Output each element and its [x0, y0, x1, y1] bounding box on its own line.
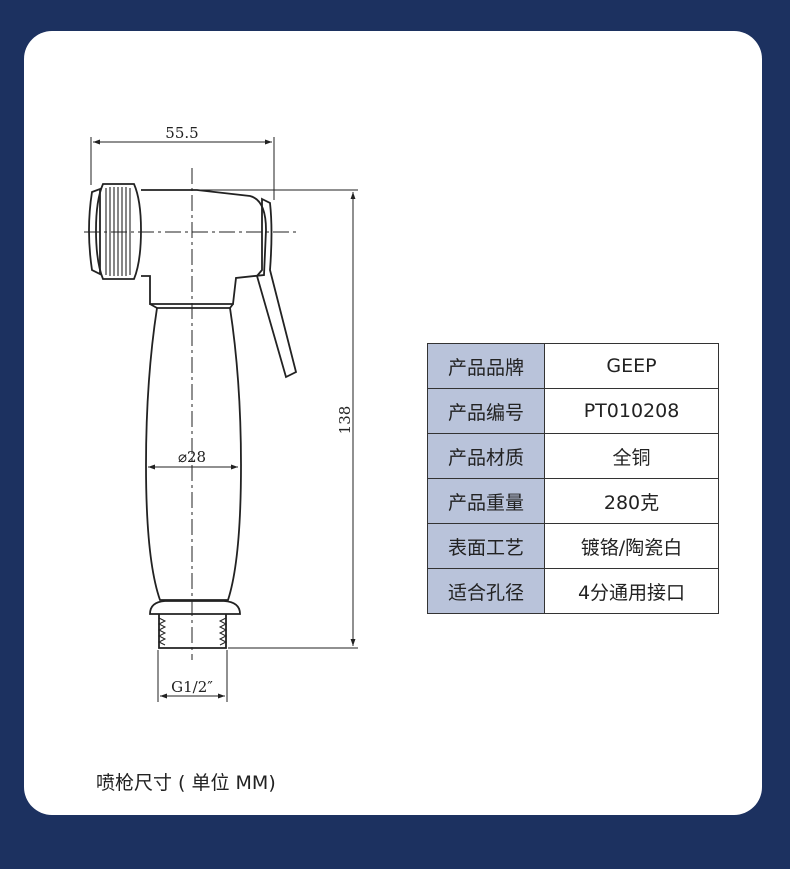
spec-label: 产品材质 [427, 433, 545, 479]
spec-row: 产品材质 全铜 [427, 433, 719, 479]
spec-row: 产品品牌 GEEP [427, 343, 719, 389]
spec-value: PT010208 [544, 388, 719, 434]
spec-table: 产品品牌 GEEP 产品编号 PT010208 产品材质 全铜 产品重量 280… [427, 343, 719, 614]
spec-label: 表面工艺 [427, 523, 545, 569]
spec-label: 产品重量 [427, 478, 545, 524]
spec-row: 产品编号 PT010208 [427, 388, 719, 434]
spec-value: 280克 [544, 478, 719, 524]
spray-gun-outline [88, 183, 298, 649]
spec-value: 镀铬/陶瓷白 [544, 523, 719, 569]
spec-row: 表面工艺 镀铬/陶瓷白 [427, 523, 719, 569]
spec-label: 适合孔径 [427, 568, 545, 614]
spec-value: GEEP [544, 343, 719, 389]
width-label: 55.5 [165, 124, 198, 142]
spec-label: 产品编号 [427, 388, 545, 434]
spec-row: 适合孔径 4分通用接口 [427, 568, 719, 614]
spec-label: 产品品牌 [427, 343, 545, 389]
thread-label: G1/2″ [171, 678, 213, 696]
height-dimension [200, 189, 358, 649]
center-lines [84, 168, 296, 660]
diameter-label: ⌀28 [178, 448, 206, 466]
spec-value: 全铜 [544, 433, 719, 479]
thread-dimension [157, 650, 228, 702]
spec-value: 4分通用接口 [544, 568, 719, 614]
caption: 喷枪尺寸 ( 单位 MM) [96, 772, 276, 794]
spec-row: 产品重量 280克 [427, 478, 719, 524]
height-label: 138 [336, 406, 354, 435]
